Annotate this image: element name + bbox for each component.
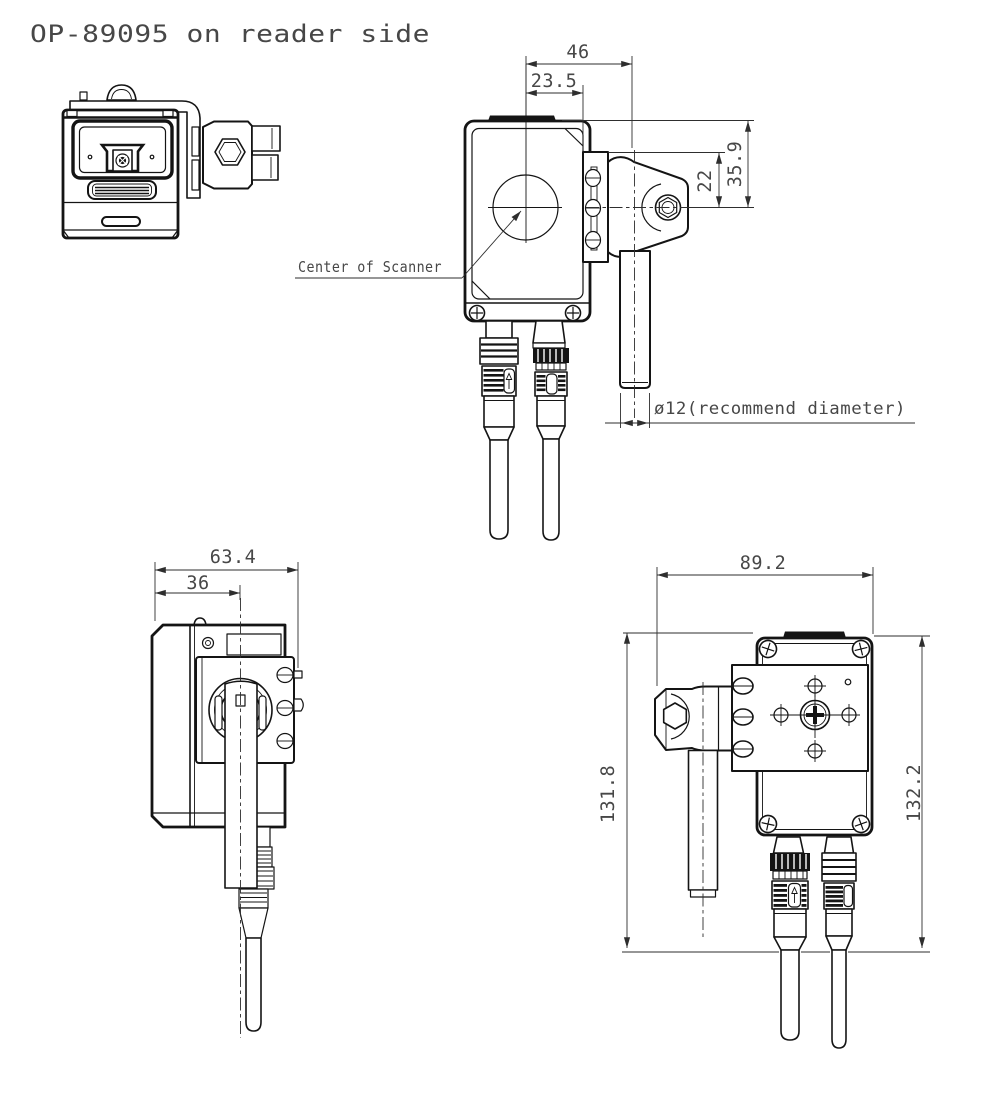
dim-36: 36 [186, 573, 209, 594]
dim-131-8: 131.8 [598, 765, 619, 823]
cable-connector-front-right [532, 320, 569, 541]
rod-diameter-note: ø12(recommend diameter) [654, 399, 906, 419]
dim-46: 46 [566, 42, 589, 63]
mounting-rod-back [687, 749, 719, 891]
hex-bolt-back [662, 702, 688, 730]
dim-35-9: 35.9 [725, 141, 746, 188]
dim-132-2: 132.2 [904, 764, 925, 822]
front-view-drawing [463, 64, 700, 541]
top-view-drawing [61, 84, 281, 240]
mounting-rod-side [224, 680, 258, 889]
side-view-drawing [150, 598, 304, 1038]
center-of-scanner-label: Center of Scanner [298, 258, 442, 276]
drawing-title: OP-89095 on reader side [30, 20, 430, 48]
dim-63-4: 63.4 [210, 547, 257, 568]
corner-screws [758, 639, 871, 834]
back-view-drawing [622, 631, 930, 1049]
plate-satellite-holes [770, 675, 860, 762]
mounting-rod-front [619, 250, 651, 389]
dim-22: 22 [695, 169, 716, 192]
dimensions: 46 23.5 22 35.9 Center of Scanner ø12(re… [154, 42, 930, 948]
dim-23-5: 23.5 [531, 71, 578, 92]
cable-connector-back-left [770, 836, 810, 1041]
plate-ovals-front [584, 168, 602, 250]
screw-front-right [564, 304, 582, 322]
cable-connector-front-left [479, 320, 519, 540]
plate-center-boss [792, 692, 838, 738]
screw-front-left [468, 304, 486, 322]
dim-89-2: 89.2 [740, 553, 787, 574]
side-ovals [276, 666, 304, 750]
cable-connector-back-right [821, 836, 857, 1049]
plate-ovals-back [732, 677, 754, 758]
